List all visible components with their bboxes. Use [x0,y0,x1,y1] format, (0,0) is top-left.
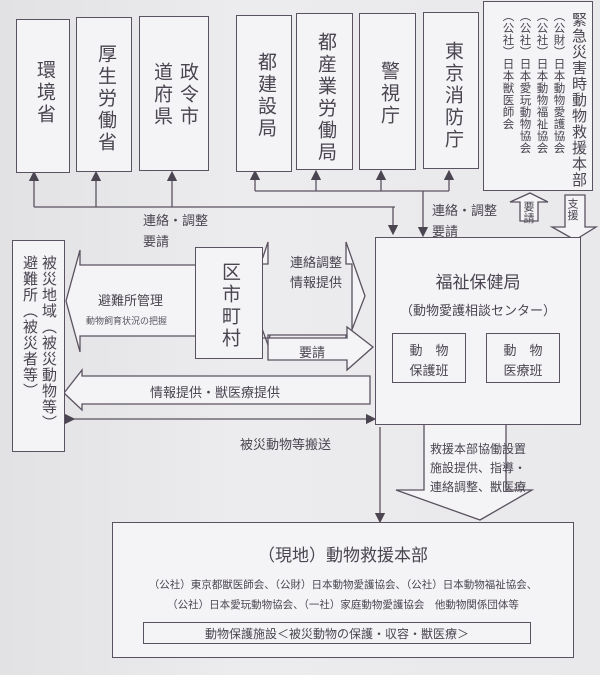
facility-label: 動物保護施設＜被災動物の保護・収容・獣医療＞ [204,627,469,641]
animal-protection-team-box: 動 物 保護班 [392,333,466,383]
pet-status-label: 動物飼育状況の把握 [86,317,168,327]
agency-box-fire-department: 東京消防庁 [423,12,479,169]
agency-box-industry-labor-bureau: 都産業労働局 [296,13,353,170]
agency-label: 環境省 [34,60,56,126]
shelter-label: 避難所（被災者等） [21,255,39,399]
shelter-management-label: 避難所管理 [98,294,164,309]
coordination-label: 連絡調整 [290,256,343,271]
welfare-bureau-box: 福祉保健局 （動物愛護相談センター） 動 物 保護班 動 物 医療班 [375,237,581,425]
agency-box-construction-bureau: 都建設局 [236,15,292,172]
field-animal-rescue-hq-box: （現地）動物救援本部 （公社）東京都獣医師会、（公財）日本動物愛護協会、（公社）… [112,522,574,658]
team-label: 動 物 [503,344,543,359]
liaison-label: 連絡・調整 [432,204,498,219]
request-up-label: 要請 [522,201,535,224]
agency-label: 警視庁 [378,61,400,127]
welfare-bureau-subtitle: （動物愛護相談センター） [399,304,556,319]
liaison-label: 連絡・調整 [143,214,209,229]
info-provision-label: 情報提供 [290,276,343,291]
team-label: 医療班 [503,364,543,379]
request-label: 要請 [299,346,326,361]
info-vet-label: 情報提供・獣医療提供 [150,386,281,401]
municipality-label: 区市町村 [219,262,241,350]
field-hq-members: （公社）東京都獣医師会、（公財）日本動物愛護協会、（公社）日本動物福祉協会、 [148,579,538,591]
emergency-hq-title: 緊急災害時動物救援本部 [570,12,588,188]
emergency-hq-member: （公社）日本獣医師会 [501,10,516,130]
emergency-hq-member: （公社）日本動物福祉協会 [535,10,550,154]
field-hq-members: （公社）日本愛玩動物協会、（一社）家庭動物愛護協会 他動物関係団体等 [167,599,519,611]
request-label: 要請 [432,225,459,240]
disaster-area-shelter-box: 被災地域（被災動物等） 避難所（被災者等） [12,240,65,452]
animal-medical-team-box: 動 物 医療班 [486,333,560,383]
welfare-bureau-title: 福祉保健局 [435,273,521,293]
agency-label: 厚生労働省 [95,44,117,154]
hq-support-label: 連絡調整、獣医療 [430,480,527,494]
team-label: 保護班 [409,364,449,379]
emergency-animal-rescue-hq-box: 緊急災害時動物救援本部 （公財）日本動物愛護協会 （公社）日本動物福祉協会 （公… [483,1,593,191]
emergency-hq-member: （公財）日本動物愛護協会 [552,10,567,154]
agency-label: 政令市 [177,62,199,128]
request-label: 要請 [143,235,170,250]
field-hq-title: （現地）動物救援本部 [258,546,428,566]
hq-support-label: 救援本部協働設置 [430,442,527,456]
agency-label: 東京消防庁 [442,41,464,151]
team-label: 動 物 [409,344,449,359]
agency-label: 都産業労働局 [315,32,337,164]
support-down-label: 支援 [566,198,579,221]
agency-label: 道府県 [151,62,173,128]
animal-protection-facility-box: 動物保護施設＜被災動物の保護・収容・獣医療＞ [143,622,531,644]
municipality-box: 区市町村 [195,247,263,359]
agency-box-mhlw: 厚生労働省 [76,17,132,172]
hq-support-label: 施設提供、指導・ [430,461,527,475]
agency-box-police: 警視庁 [359,13,416,170]
agency-label: 都建設局 [255,52,277,140]
agency-box-environment-ministry: 環境省 [16,19,70,173]
disaster-area-label: 被災地域（被災動物等） [40,255,58,431]
emergency-hq-member: （公社）日本愛玩動物協会 [518,10,533,154]
transport-label: 被災動物等搬送 [240,438,332,453]
agency-box-prefectures: 政令市 道府県 [139,16,209,171]
